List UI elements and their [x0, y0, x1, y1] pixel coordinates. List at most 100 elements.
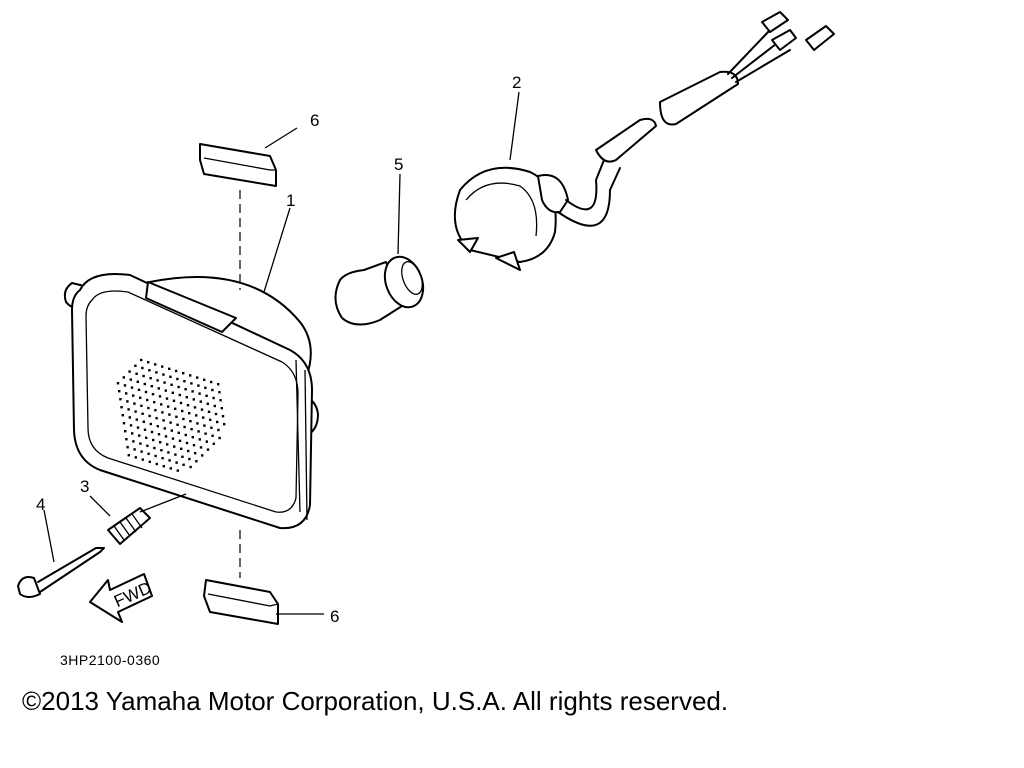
lens-dot — [127, 454, 130, 457]
lens-dot — [172, 399, 176, 402]
lens-dot — [200, 408, 204, 411]
cushion-top[interactable] — [199, 143, 277, 187]
lens-dot — [203, 378, 206, 381]
lens-dot — [177, 385, 180, 389]
lens-dot — [179, 401, 183, 405]
lens-dot — [148, 369, 151, 372]
callout-5: 5 — [394, 155, 403, 174]
lens-dot — [189, 374, 192, 377]
lens-dot — [138, 434, 141, 437]
lens-dot — [147, 452, 150, 455]
callout-6-bottom: 6 — [330, 607, 339, 626]
lens-dot — [167, 405, 170, 408]
lens-dot — [150, 430, 154, 434]
lens-dot — [118, 390, 121, 393]
socket-cord[interactable] — [453, 11, 835, 271]
lens-dot — [154, 363, 157, 366]
lens-dot — [169, 421, 172, 424]
callout-3: 3 — [80, 477, 89, 496]
lens-dot — [183, 380, 186, 383]
lens-dot — [193, 406, 197, 409]
lens-dot — [136, 426, 140, 429]
lens-dot — [140, 404, 143, 407]
lens-dot — [181, 409, 184, 413]
lens-dot — [135, 372, 138, 375]
lens-dot — [182, 417, 185, 421]
lens-dot — [183, 425, 186, 429]
lens-dot — [207, 410, 211, 413]
lens-dot — [126, 446, 129, 449]
lens-dot — [148, 414, 151, 418]
lens-dot — [128, 416, 131, 419]
lens-dot — [141, 366, 144, 370]
lens-dot — [156, 425, 159, 428]
lens-dot — [175, 369, 178, 373]
lens-dot — [191, 436, 194, 439]
lens-dot — [149, 377, 152, 380]
lens-dot — [149, 422, 152, 426]
lens-dot — [210, 426, 213, 429]
lens-dot — [155, 462, 158, 466]
lens-dot — [163, 381, 166, 384]
lens-dot — [196, 422, 199, 425]
lens-dot — [160, 449, 163, 452]
headlight-unit[interactable] — [63, 273, 319, 530]
lens-dot — [168, 459, 171, 462]
lens-dot — [164, 389, 167, 392]
screw[interactable] — [17, 547, 105, 598]
lens-dot — [216, 420, 219, 424]
lens-dot — [166, 443, 169, 446]
bulb[interactable] — [334, 251, 429, 326]
lens-dot — [126, 400, 129, 403]
lens-dot — [122, 376, 125, 379]
lens-dot — [151, 393, 155, 396]
lens-dot — [189, 420, 192, 423]
lens-dot — [122, 422, 126, 425]
lens-dot — [174, 407, 177, 410]
lens-dot — [162, 373, 165, 376]
lens-dot — [154, 409, 157, 412]
lens-dot — [116, 382, 120, 385]
lens-dot — [165, 397, 169, 400]
lens-dot — [223, 423, 226, 426]
lens-dot — [156, 379, 159, 382]
callout-6-top: 6 — [310, 111, 319, 130]
lens-dot — [153, 446, 156, 450]
lens-dot — [168, 367, 171, 370]
lens-dot — [219, 399, 222, 402]
lens-dot — [147, 406, 150, 410]
lens-dot — [127, 408, 130, 411]
lens-dot — [141, 458, 144, 461]
lens-dot — [195, 414, 198, 417]
lens-dot — [133, 448, 136, 451]
lens-dot — [169, 375, 172, 378]
lens-dot — [157, 433, 161, 436]
cushion-bottom[interactable] — [203, 579, 279, 625]
lens-dot — [125, 438, 128, 441]
lens-dot — [140, 450, 143, 453]
lens-dot — [134, 456, 137, 459]
lens-dot — [163, 427, 166, 430]
callout-2: 2 — [512, 73, 521, 92]
lens-dot — [141, 412, 144, 415]
lens-dot — [160, 403, 163, 406]
lens-dot — [142, 374, 145, 378]
lens-dot — [161, 411, 164, 414]
lens-dot — [146, 444, 149, 447]
lens-dot — [173, 445, 176, 448]
lens-dot — [119, 398, 122, 401]
lens-dot — [186, 404, 190, 407]
lens-dot — [178, 439, 182, 442]
lens-dot — [211, 434, 214, 437]
lens-dot — [158, 395, 162, 398]
lens-dot — [154, 454, 157, 458]
lens-dot — [137, 388, 141, 391]
lens-dot — [220, 407, 223, 410]
lens-dot — [147, 361, 150, 364]
lens-dot — [140, 358, 143, 362]
adjusting-screw[interactable] — [107, 507, 151, 545]
lens-dot — [217, 428, 220, 432]
lens-dot — [205, 394, 208, 397]
lens-dot — [162, 465, 165, 468]
